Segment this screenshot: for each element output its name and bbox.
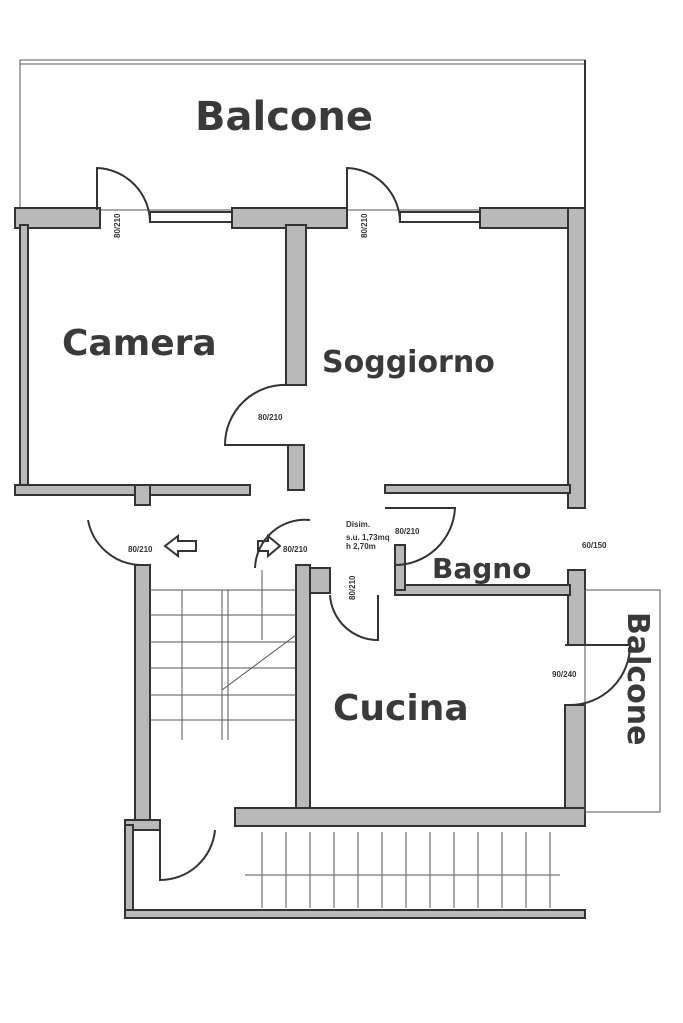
walls bbox=[14, 207, 586, 919]
disimpegno-height: h 2,70m bbox=[346, 542, 376, 551]
disimpegno-name: Disim. bbox=[346, 520, 370, 529]
door-swings bbox=[87, 166, 632, 882]
room-label-bagno: Bagno bbox=[432, 552, 531, 585]
room-label-balcone-right: Balcone bbox=[620, 612, 655, 746]
door-label: 80/210 bbox=[348, 575, 357, 600]
window-label: 60/150 bbox=[582, 541, 607, 550]
room-label-balcone-top: Balcone bbox=[195, 94, 373, 140]
room-label-cucina: Cucina bbox=[333, 688, 469, 729]
room-label-camera: Camera bbox=[62, 323, 217, 364]
outer-staircase[interactable] bbox=[245, 832, 560, 908]
arrow-right-icon bbox=[257, 533, 282, 559]
door-label: 80/210 bbox=[258, 413, 283, 422]
door-label: 80/210 bbox=[395, 527, 420, 536]
door-label: 80/210 bbox=[113, 213, 122, 238]
door-label: 80/210 bbox=[128, 545, 153, 554]
arrow-left-icon bbox=[163, 533, 197, 559]
door-label: 80/210 bbox=[360, 213, 369, 238]
room-label-soggiorno: Soggiorno bbox=[322, 345, 495, 380]
balcony-right-outline bbox=[584, 589, 661, 813]
door-label: 80/210 bbox=[283, 545, 308, 554]
door-label: 90/240 bbox=[552, 670, 577, 679]
staircase[interactable] bbox=[150, 570, 297, 740]
disimpegno-area: s.u. 1,73mq bbox=[346, 533, 390, 542]
